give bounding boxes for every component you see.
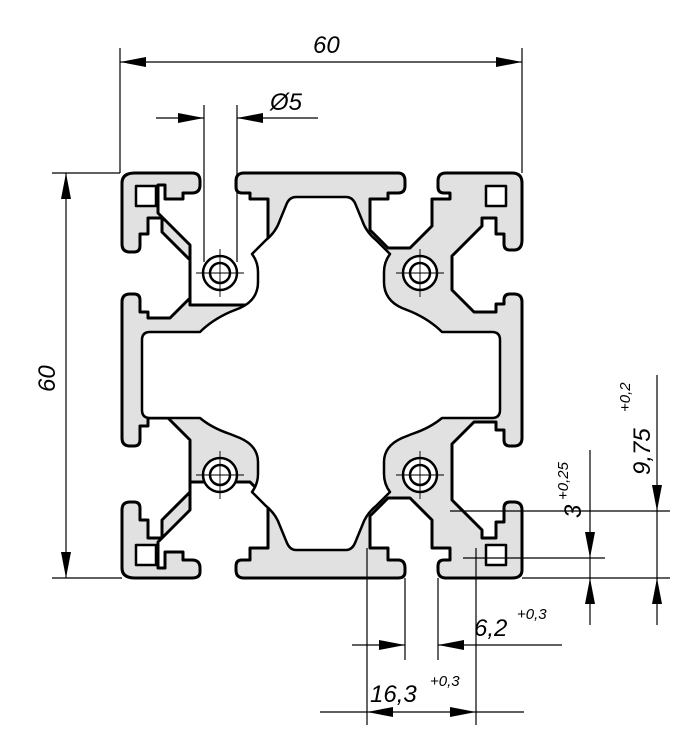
dimension-wall-thickness: 3 +0,25 [463, 450, 605, 625]
corner-cavity-bottom-left [134, 543, 158, 567]
dimension-hole-diameter: Ø5 [156, 89, 318, 262]
core-bore-bottom-left [196, 451, 244, 499]
dimension-wall-thickness-tolerance: +0,25 [555, 461, 572, 500]
dimension-height: 60 [34, 172, 122, 579]
dimension-slot-width: 16,3 +0,3 [320, 548, 524, 725]
dimension-slot-width-tolerance: +0,3 [430, 673, 460, 690]
central-cavity [140, 195, 502, 552]
corner-cavity-top-left [134, 184, 158, 208]
core-bore-top-left [196, 249, 244, 297]
dimension-height-label: 60 [34, 365, 61, 392]
core-bore-bottom-right [396, 451, 444, 499]
dimension-slot-depth: 9,75 +0,2 [450, 375, 670, 625]
dimension-wall-thickness-label: 3 [560, 504, 587, 518]
dimension-width-label: 60 [313, 32, 340, 59]
dimension-hole-diameter-label: Ø5 [269, 89, 303, 116]
dimension-slot-opening-label: 6,2 [474, 615, 507, 642]
dimension-width: 60 [119, 32, 523, 173]
dimension-slot-width-label: 16,3 [370, 681, 417, 708]
dimension-slot-opening-tolerance: +0,3 [517, 606, 547, 623]
dimension-slot-depth-label: 9,75 [629, 428, 656, 475]
dimension-slot-opening: 6,2 +0,3 [352, 578, 562, 660]
corner-cavity-bottom-right [484, 543, 508, 567]
corner-cavity-top-right [484, 184, 508, 208]
core-bore-top-right [396, 249, 444, 297]
dimension-slot-depth-tolerance: +0,2 [617, 382, 634, 412]
